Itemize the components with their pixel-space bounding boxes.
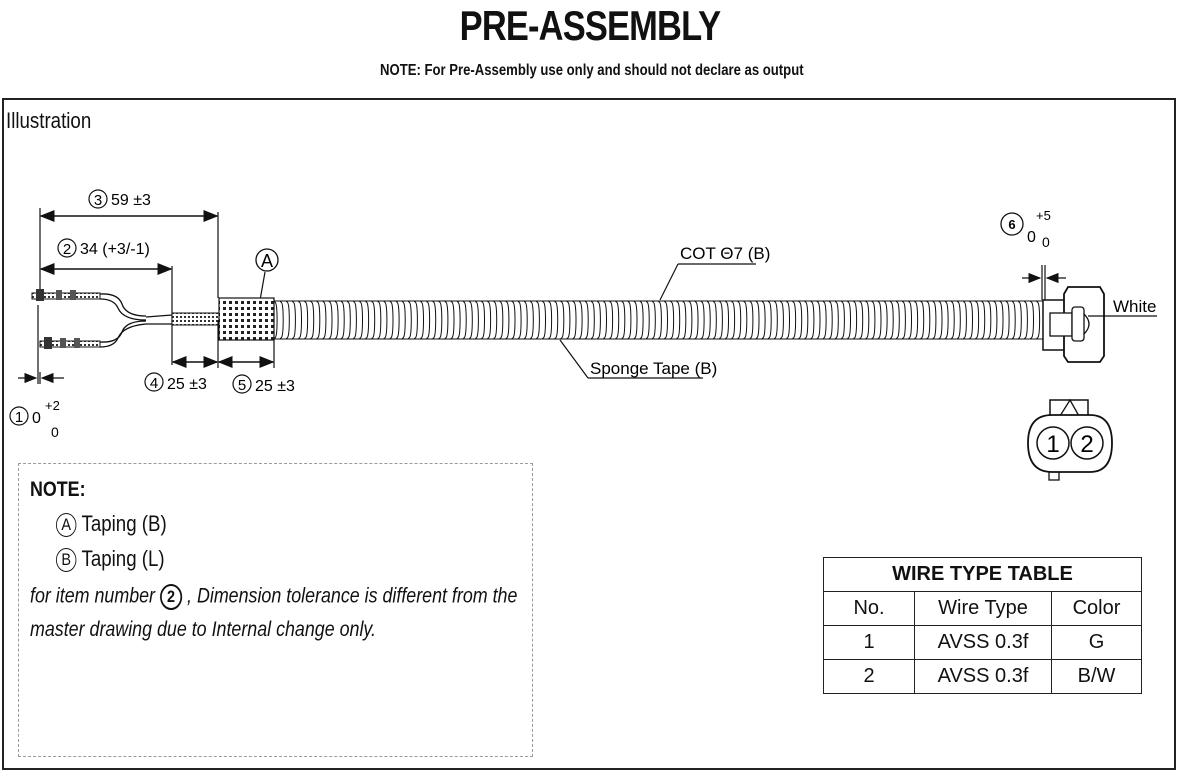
dim3-value: 59 ±3 [111,192,151,209]
table-cell: B/W [1051,659,1142,694]
taping-b-section [218,297,275,341]
cot-label: COT Θ7 (B) [680,244,770,263]
dim6-number: 6 [1008,217,1015,232]
dim4-circle [144,372,164,392]
dim3-circle [88,189,108,209]
wire-type-table: WIRE TYPE TABLE No. Wire Type Color 1 AV… [823,557,1142,694]
wire-table-header-row: No. Wire Type Color [823,591,1142,626]
table-cell: 2 [823,659,915,694]
wire-table-header: Color [1051,591,1142,626]
sponge-leader [559,339,589,379]
table-row: 1 AVSS 0.3f G [823,625,1142,660]
marker-a-label: A [261,251,273,271]
dim1-number: 1 [15,409,23,426]
dim5-number: 5 [238,377,246,394]
section-label: Illustration [6,108,92,133]
dim6-minus: 0 [1042,234,1050,250]
wire-upper [99,293,147,317]
pin-2-label: 2 [1080,431,1093,458]
dim6-circle [1000,212,1024,236]
cot-leader [659,263,679,301]
dim1-circle [9,406,29,426]
sponge-label: Sponge Tape (B) [590,359,717,378]
dim5-value: 25 ±3 [255,378,295,395]
dim2-number: 2 [63,241,71,258]
dim4-value: 25 ±3 [167,376,207,393]
dim5-circle [232,374,252,394]
note-line-1-post: , Dimension tolerance is different from … [187,584,518,608]
dim6-plus: +5 [1036,208,1051,223]
note-box [18,463,533,757]
table-cell: AVSS 0.3f [914,659,1052,694]
table-cell: G [1051,625,1142,660]
wire-table-header: Wire Type [914,591,1052,626]
wire-table-caption: WIRE TYPE TABLE [823,557,1142,592]
table-cell: 1 [823,625,915,660]
right-connector [1042,286,1105,363]
marker-a-circle [255,248,279,272]
corrugated-tube [273,300,1047,340]
note-item-a-text: Taping (B) [81,511,167,536]
page-subtitle: NOTE: For Pre-Assembly use only and shou… [380,62,804,79]
note-title: NOTE: [30,478,86,501]
page-title: PRE-ASSEMBLY [459,2,721,49]
note-line-1-pre: for item number [30,584,156,608]
taping-l-section [171,312,221,326]
dim1-value: 0 [32,410,41,427]
terminal-lower [39,337,101,349]
drawing-frame [2,98,1176,770]
dim4-number: 4 [150,375,158,392]
connector-face-icon [1027,398,1113,481]
table-cell: AVSS 0.3f [914,625,1052,660]
note-marker-a: A [56,513,77,538]
dim1-minus: 0 [51,424,59,440]
note-item-b-text: Taping (L) [81,546,165,571]
pin-1-label: 1 [1046,431,1059,458]
table-row: 2 AVSS 0.3f B/W [823,659,1142,694]
dim2-value: 34 (+3/-1) [80,241,150,258]
note-line-2: master drawing due to Internal change on… [30,618,376,641]
dim2-circle [57,238,77,258]
note-line-1: for item number 2 , Dimension tolerance … [30,584,540,610]
dim6-value: 0 [1027,229,1036,246]
note-marker-b: B [56,548,77,573]
terminal-upper [31,289,101,301]
dim3-number: 3 [94,192,102,209]
wire-table-header: No. [823,591,915,626]
dim1-plus: +2 [45,398,60,413]
note-item-number: 2 [159,584,183,610]
white-label: White [1113,297,1156,316]
